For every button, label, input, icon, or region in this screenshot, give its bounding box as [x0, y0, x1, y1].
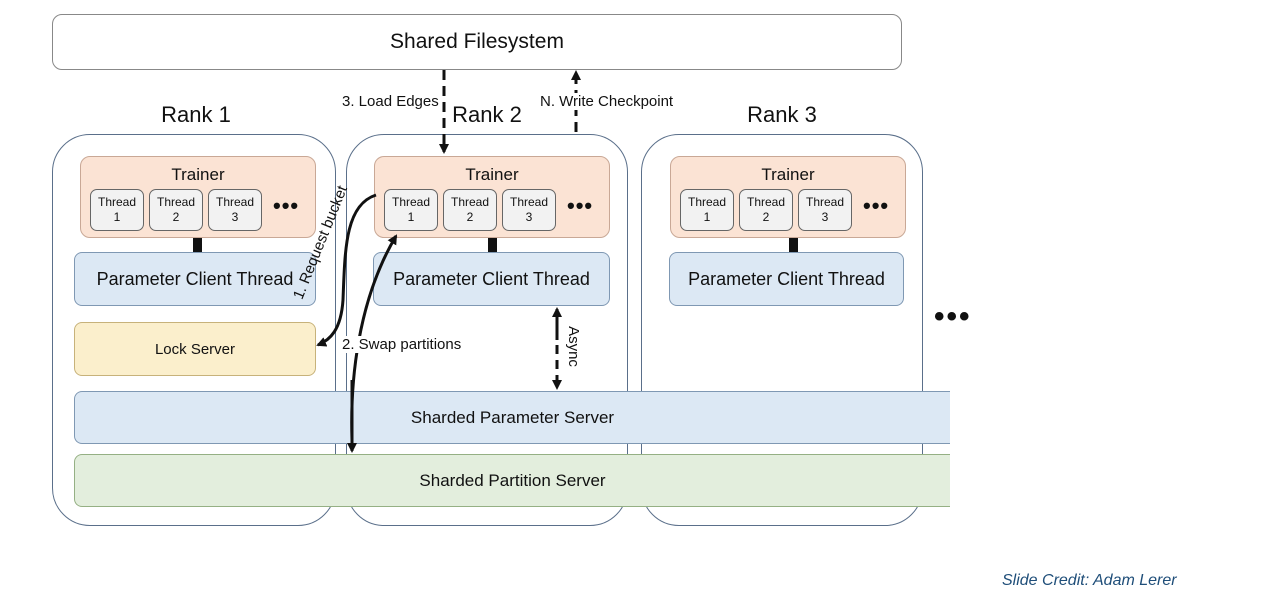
- thread-label: Thread: [687, 195, 727, 209]
- thread-label: Thread: [805, 195, 845, 209]
- rank-3-parameter-client-thread: Parameter Client Thread: [669, 252, 904, 306]
- trainer-client-connector: [488, 238, 497, 252]
- thread-label: Thread: [156, 195, 196, 209]
- thread-label: Thread: [450, 195, 490, 209]
- thread-number: 2: [762, 210, 770, 224]
- thread-ellipsis: •••: [567, 193, 594, 218]
- trainer-label: Trainer: [465, 165, 519, 184]
- thread-ellipsis: •••: [273, 193, 300, 218]
- rank-2-title: Rank 2: [452, 102, 522, 127]
- sharded-parameter-server: Sharded Parameter Server: [74, 391, 950, 444]
- lock-server: Lock Server: [74, 322, 316, 376]
- slide-credit: Slide Credit: Adam Lerer: [1002, 572, 1177, 589]
- thread-number: 1: [703, 210, 711, 224]
- thread-label: Thread: [509, 195, 549, 209]
- thread-label: Thread: [97, 195, 137, 209]
- thread-number: 2: [172, 210, 180, 224]
- write-checkpoint-label: N. Write Checkpoint: [540, 93, 674, 110]
- thread-label: Thread: [391, 195, 431, 209]
- rank-2-parameter-client-thread: Parameter Client Thread: [373, 252, 610, 306]
- thread-label: Thread: [746, 195, 786, 209]
- load-edges-label: 3. Load Edges: [342, 93, 439, 110]
- thread-number: 1: [407, 210, 415, 224]
- more-ranks-ellipsis: •••: [934, 300, 972, 333]
- rank-1-parameter-client-thread: Parameter Client Thread: [74, 252, 316, 306]
- shared-filesystem: Shared Filesystem: [52, 14, 902, 70]
- rank-3-title: Rank 3: [747, 102, 817, 127]
- rank-1-title: Rank 1: [161, 102, 231, 127]
- trainer-client-connector: [789, 238, 798, 252]
- swap-partitions-label: 2. Swap partitions: [342, 336, 462, 353]
- thread-number: 3: [525, 210, 533, 224]
- thread-number: 3: [821, 210, 829, 224]
- thread-number: 3: [231, 210, 239, 224]
- trainer-label: Trainer: [171, 165, 225, 184]
- thread-ellipsis: •••: [863, 193, 890, 218]
- trainer-client-connector: [193, 238, 202, 252]
- async-label: Async: [564, 326, 582, 367]
- thread-number: 2: [466, 210, 474, 224]
- sharded-partition-server: Sharded Partition Server: [74, 454, 950, 507]
- thread-number: 1: [113, 210, 121, 224]
- thread-label: Thread: [215, 195, 255, 209]
- trainer-label: Trainer: [761, 165, 815, 184]
